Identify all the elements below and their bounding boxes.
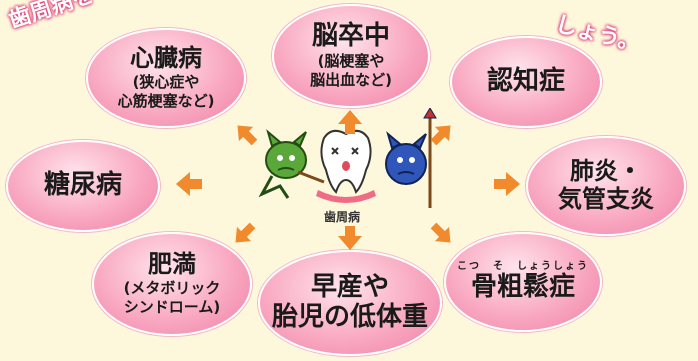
bubble-osteoporosis: こつ そ しょうしょう 骨粗鬆症 <box>444 232 602 332</box>
heart-sub1: (狭心症や <box>132 73 200 92</box>
bubble-premature: 早産や 胎児の低体重 <box>258 250 442 356</box>
bubble-heart: 心臓病 (狭心症や 心筋梗塞など) <box>86 28 246 128</box>
bubble-diabetes: 糖尿病 <box>6 140 160 232</box>
osteo-ruby: こつ そ しょうしょう <box>457 260 589 272</box>
stroke-title: 脳卒中 <box>311 21 390 52</box>
stroke-sub2: 脳出血など) <box>310 70 392 89</box>
blue-devil-icon <box>385 108 437 208</box>
premature-title1: 早産や <box>310 272 389 303</box>
bubble-dementia: 認知症 <box>450 36 602 128</box>
heart-title: 心臓病 <box>130 44 202 73</box>
premature-title2: 胎児の低体重 <box>271 302 428 332</box>
arrow-up-icon <box>338 110 362 134</box>
pneumonia-title1: 肺炎・ <box>570 157 642 186</box>
arrow-left-icon <box>176 172 202 196</box>
obesity-sub2: シンドローム) <box>123 297 221 316</box>
obesity-sub1: (メタボリック <box>123 279 221 298</box>
arrow-down-icon <box>338 226 362 250</box>
bubble-obesity: 肥満 (メタボリック シンドローム) <box>92 232 252 336</box>
center-illustration <box>258 108 437 208</box>
arrow-right-icon <box>494 172 520 196</box>
heart-sub2: 心筋梗塞など) <box>117 91 215 110</box>
arrow-down-left-icon <box>235 222 256 243</box>
bubble-stroke: 脳卒中 (脳梗塞や 脳出血など) <box>272 4 430 108</box>
obesity-title: 肥満 <box>148 250 196 279</box>
bubble-pneumonia: 肺炎・ 気管支炎 <box>526 136 686 236</box>
arrow-up-right-icon <box>430 125 451 146</box>
diabetes-title: 糖尿病 <box>43 170 122 201</box>
arrow-down-right-icon <box>430 222 451 243</box>
stroke-sub1: (脳梗塞や <box>317 52 385 71</box>
osteo-title: 骨粗鬆症 <box>470 271 575 302</box>
green-devil-icon <box>258 129 325 199</box>
pneumonia-title2: 気管支炎 <box>558 185 654 213</box>
center-label: 歯周病 <box>324 210 361 224</box>
arrow-up-left-icon <box>237 125 258 146</box>
dementia-title: 認知症 <box>486 66 565 97</box>
